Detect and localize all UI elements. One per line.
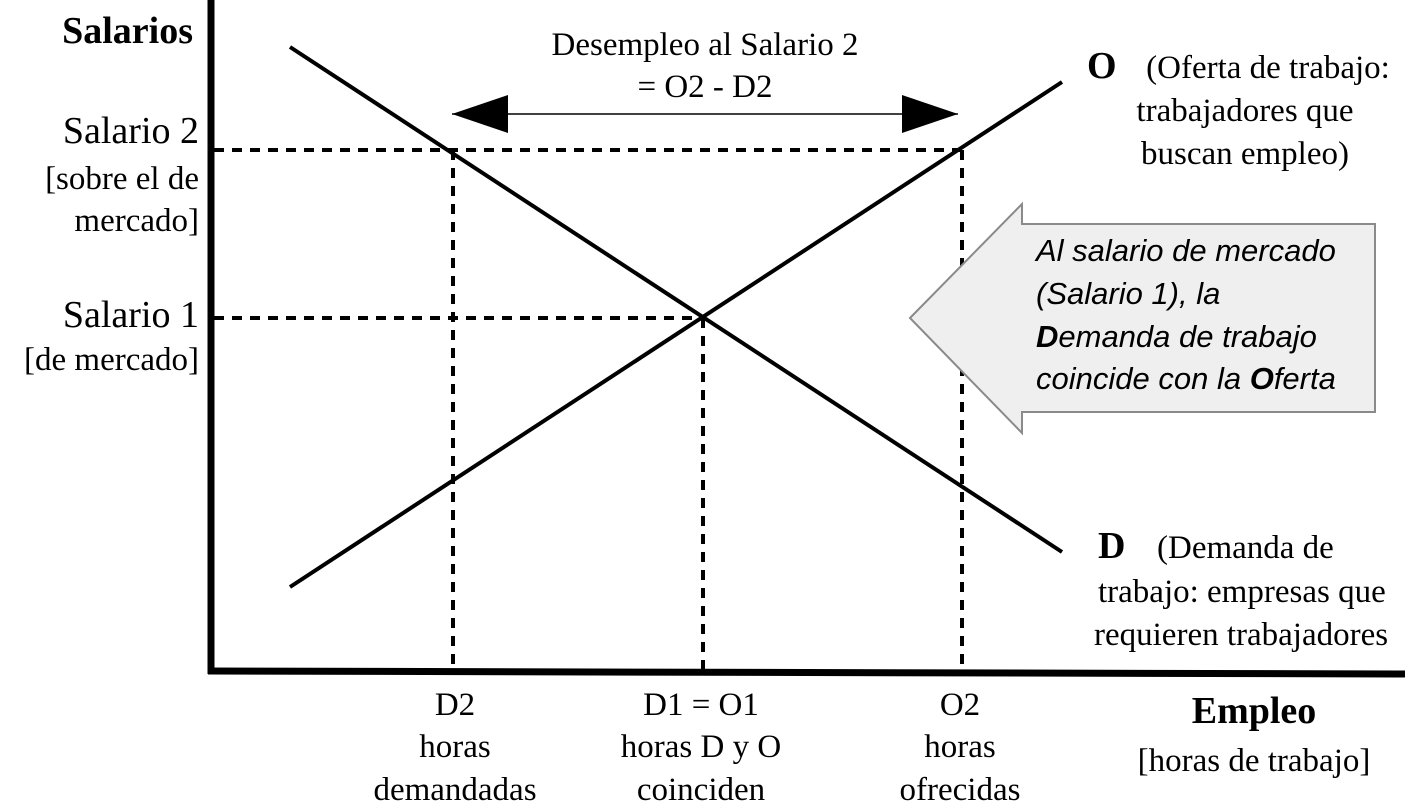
supply-curve <box>288 80 1064 589</box>
o2-label-line1: O2 <box>940 687 980 723</box>
d2-label-line3: demandadas <box>373 772 536 806</box>
salario1-note-line1: [de mercado] <box>24 342 199 378</box>
demand-curve <box>288 45 1064 554</box>
x-axis-line <box>207 667 1406 678</box>
o2-label-line3: ofrecidas <box>900 772 1021 806</box>
supply-desc-line3: buscan empleo) <box>1141 136 1349 172</box>
unemployment-label-line2: = O2 - D2 <box>637 69 772 105</box>
demand-symbol: D <box>1098 525 1125 567</box>
callout-line3-bold: D <box>1036 319 1058 354</box>
salario1-label: Salario 1 <box>63 294 199 336</box>
y-axis-title: Salarios <box>62 10 193 52</box>
demand-desc-line3: requieren trabajadores <box>1094 617 1388 653</box>
demand-desc-line2: trabajo: empresas que <box>1098 574 1386 610</box>
callout-line4-rest: ferta <box>1274 361 1336 396</box>
callout-line3-rest: emanda de trabajo <box>1058 319 1317 354</box>
salario2-note-line1: [sobre el de <box>45 161 199 197</box>
supply-symbol: O <box>1087 45 1117 87</box>
supply-desc-line1: (Oferta de trabajo: <box>1146 50 1390 86</box>
callout-line4-bold: O <box>1250 361 1274 396</box>
callout-line3: Demanda de trabajo <box>1036 319 1317 354</box>
salario2-note-line2: mercado] <box>74 203 199 239</box>
unemployment-label-line1: Desempleo al Salario 2 <box>552 27 859 63</box>
d1o1-label-line3: coinciden <box>637 772 765 806</box>
callout-arrow-shape <box>908 201 1376 436</box>
callout-line4: coincide con la Oferta <box>1036 361 1336 396</box>
d2-label-line2: horas <box>419 729 490 765</box>
x-axis-subtitle: [horas de trabajo] <box>1138 743 1371 779</box>
callout-line1: Al salario de mercado <box>1034 233 1336 268</box>
d1o1-label-line2: horas D y O <box>621 729 781 765</box>
d2-label-line1: D2 <box>435 687 475 723</box>
demand-desc-line1: (Demanda de <box>1157 530 1334 566</box>
callout-line2: (Salario 1), la <box>1036 276 1220 311</box>
d1o1-label-line1: D1 = O1 <box>643 687 759 723</box>
salario2-label: Salario 2 <box>63 110 199 152</box>
o2-label-line2: horas <box>924 729 995 765</box>
callout-line4-start: coincide con la <box>1036 361 1250 396</box>
x-axis-title: Empleo <box>1192 690 1317 732</box>
supply-desc-line2: trabajadores que <box>1136 93 1353 129</box>
